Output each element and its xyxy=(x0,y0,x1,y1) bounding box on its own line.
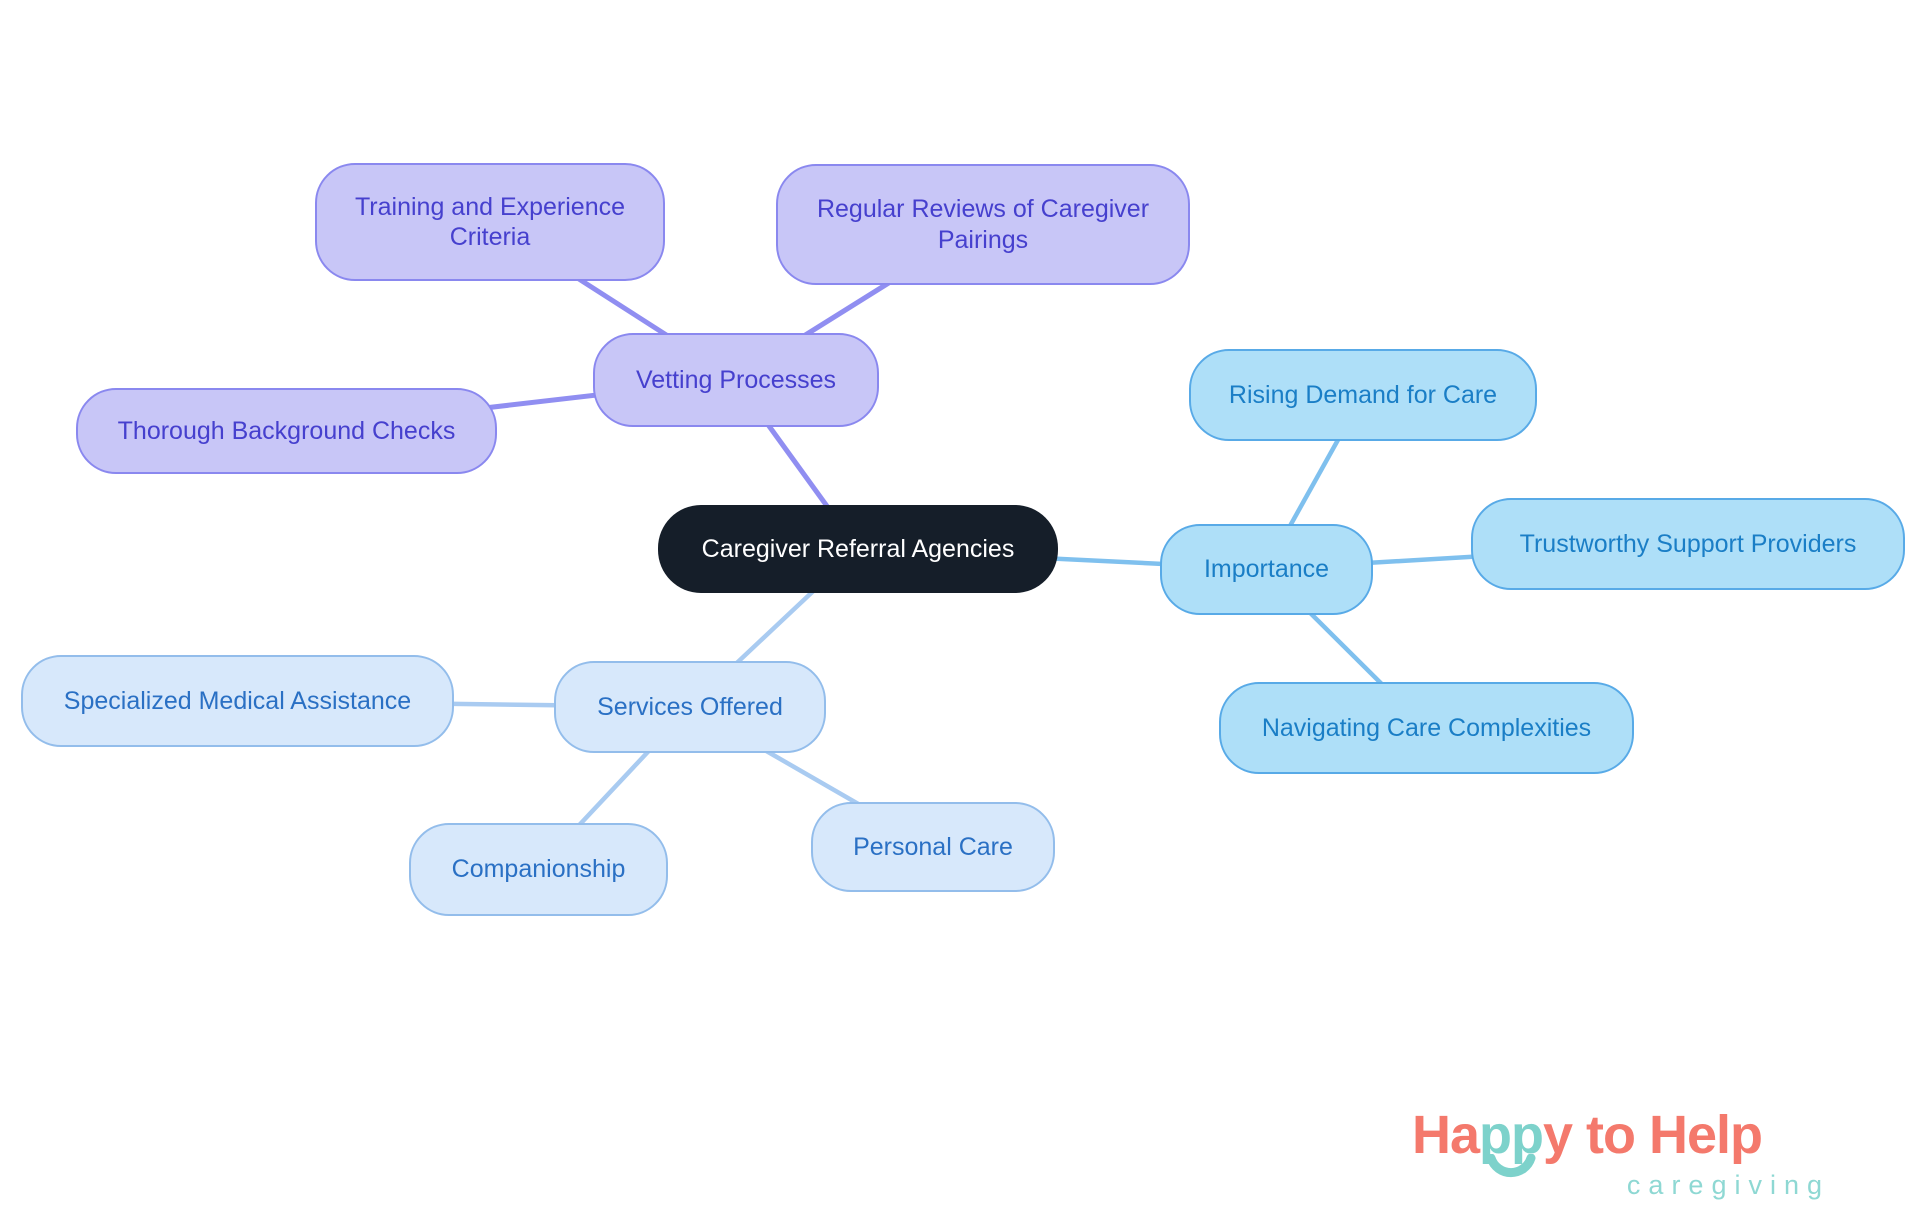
node-companionship[interactable]: Companionship xyxy=(409,823,668,916)
logo-text-y-to-help: y to Help xyxy=(1543,1105,1763,1165)
smile-icon xyxy=(1486,1154,1536,1178)
node-vetting-processes[interactable]: Vetting Processes xyxy=(593,333,879,427)
node-services-offered[interactable]: Services Offered xyxy=(554,661,826,753)
node-rising-demand-for-care[interactable]: Rising Demand for Care xyxy=(1189,349,1537,441)
node-trustworthy-support-providers[interactable]: Trustworthy Support Providers xyxy=(1471,498,1905,590)
node-regular-reviews-caregiver-pairings[interactable]: Regular Reviews of Caregiver Pairings xyxy=(776,164,1190,285)
logo-caregiving-text: caregiving xyxy=(1626,1170,1830,1200)
logo-text-ha: Ha xyxy=(1412,1105,1480,1165)
node-personal-care[interactable]: Personal Care xyxy=(811,802,1055,892)
node-navigating-care-complexities[interactable]: Navigating Care Complexities xyxy=(1219,682,1634,774)
logo-text-pp: pp xyxy=(1479,1104,1544,1178)
node-importance[interactable]: Importance xyxy=(1160,524,1373,615)
node-central-caregiver-referral-agencies[interactable]: Caregiver Referral Agencies xyxy=(658,505,1058,593)
node-specialized-medical-assistance[interactable]: Specialized Medical Assistance xyxy=(21,655,454,747)
node-training-experience-criteria[interactable]: Training and Experience Criteria xyxy=(315,163,665,281)
node-thorough-background-checks[interactable]: Thorough Background Checks xyxy=(76,388,497,474)
